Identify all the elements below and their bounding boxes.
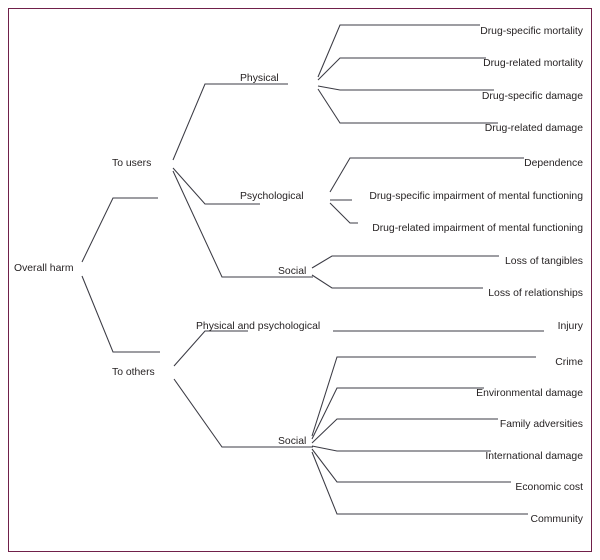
leaf-node-family-adversities: Family adversities xyxy=(500,419,583,430)
leaf-node-loss-of-relationships: Loss of relationships xyxy=(488,288,583,299)
edge-to-others-to-physical-and-psychological xyxy=(173,330,248,367)
edge-overall-harm-to-to-others xyxy=(81,275,160,353)
edge-social-to-others-to-environmental-damage xyxy=(311,387,484,440)
edge-physical-to-drug-specific-damage xyxy=(317,85,494,91)
leaf-node-drug-specific-damage: Drug-specific damage xyxy=(482,91,583,102)
category-node-social: Social xyxy=(278,436,306,447)
leaf-node-drug-related-mortality: Drug-related mortality xyxy=(483,58,584,69)
edge-psychological-to-drug-related-impairment-of-mental-functioning xyxy=(329,202,358,224)
category-node-social: Social xyxy=(278,266,306,277)
leaf-node-drug-specific-mortality: Drug-specific mortality xyxy=(480,26,584,37)
leaf-node-crime: Crime xyxy=(555,357,583,368)
branch-node-to-users: To users xyxy=(112,158,151,169)
category-node-psychological: Psychological xyxy=(240,191,304,202)
leaf-node-environmental-damage: Environmental damage xyxy=(476,388,583,399)
edge-social-to-others-to-economic-cost xyxy=(311,448,511,483)
tree-node-labels: Overall harm To users To others PhysicalPsy… xyxy=(14,26,584,525)
leaf-node-drug-related-impairment-of-mental-functioning: Drug-related impairment of mental functi… xyxy=(372,223,583,234)
branch-node-to-others: To others xyxy=(112,367,155,378)
edge-social-to-users-to-loss-of-relationships xyxy=(311,274,483,289)
category-node-physical: Physical xyxy=(240,73,279,84)
leaf-node-international-damage: International damage xyxy=(485,451,583,462)
edge-social-to-others-to-community xyxy=(311,451,528,515)
edge-physical-to-drug-related-damage xyxy=(317,88,498,124)
edge-social-to-others-to-international-damage xyxy=(311,445,491,452)
edge-physical-to-drug-related-mortality xyxy=(317,57,486,81)
leaf-node-injury: Injury xyxy=(558,321,584,332)
edge-social-to-others-to-crime xyxy=(311,356,536,437)
edge-to-users-to-physical xyxy=(172,83,288,161)
edge-overall-harm-to-to-users xyxy=(81,197,158,263)
edge-to-others-to-social xyxy=(173,378,313,448)
tree-edges xyxy=(81,24,544,515)
edge-to-users-to-social xyxy=(172,170,313,278)
leaf-node-community: Community xyxy=(530,514,583,525)
leaf-node-drug-related-damage: Drug-related damage xyxy=(485,123,583,134)
leaf-node-loss-of-tangibles: Loss of tangibles xyxy=(505,256,583,267)
edge-physical-to-drug-specific-mortality xyxy=(317,24,480,78)
leaf-node-dependence: Dependence xyxy=(524,158,583,169)
leaf-node-drug-specific-impairment-of-mental-functioning: Drug-specific impairment of mental funct… xyxy=(369,191,583,202)
edge-to-users-to-psychological xyxy=(172,167,260,205)
root-node-overall-harm: Overall harm xyxy=(14,263,73,274)
edge-social-to-users-to-loss-of-tangibles xyxy=(311,255,499,269)
leaf-node-economic-cost: Economic cost xyxy=(515,482,583,493)
edge-psychological-to-dependence xyxy=(329,157,524,193)
category-node-physical-and-psychological: Physical and psychological xyxy=(196,321,320,332)
edge-social-to-others-to-family-adversities xyxy=(311,418,498,444)
